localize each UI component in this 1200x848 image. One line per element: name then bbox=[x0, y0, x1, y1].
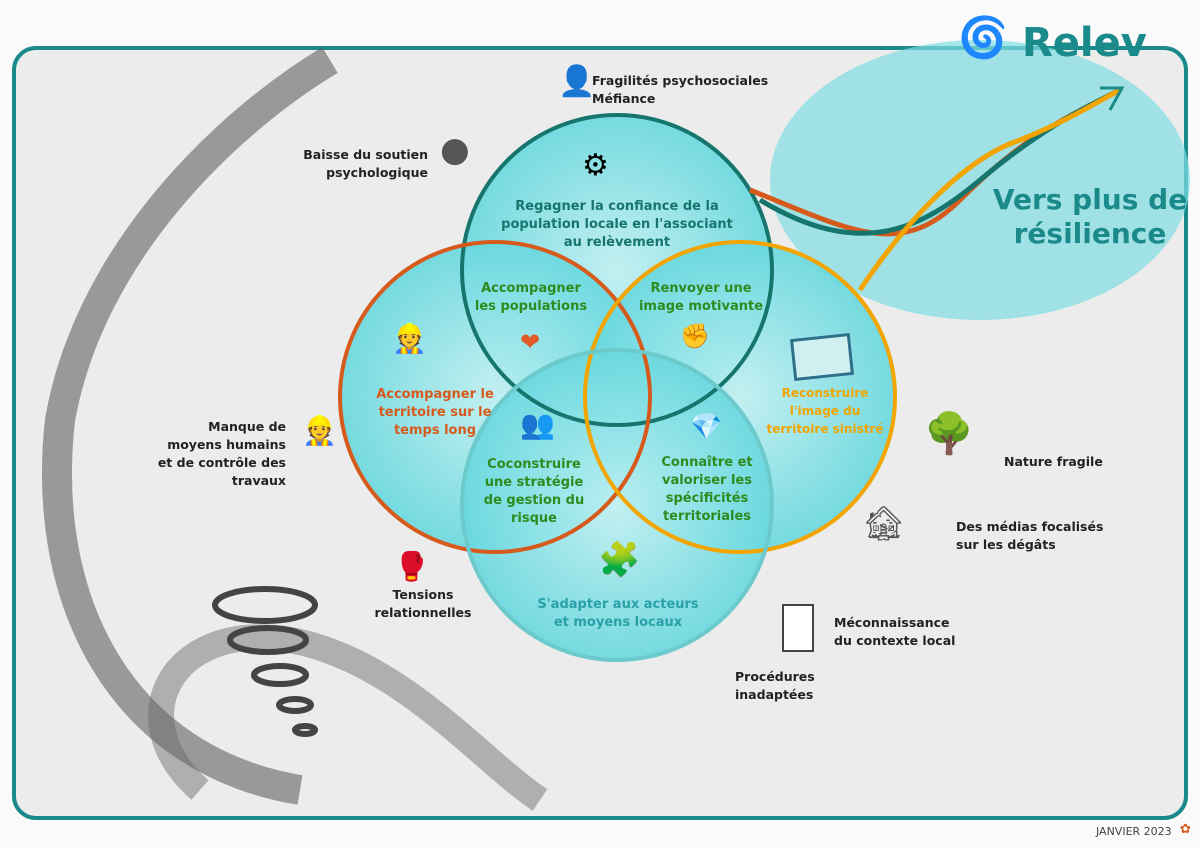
label-line: Manque de bbox=[208, 419, 286, 434]
obstacle-label: Méconnaissance du contexte local bbox=[834, 614, 955, 650]
postcard-icon bbox=[789, 332, 855, 382]
label-line: image motivante bbox=[638, 299, 764, 314]
label-line: Renvoyer une bbox=[650, 281, 752, 296]
label-line: relationnelles bbox=[374, 605, 472, 620]
obstacle-label: Des médias focalisés sur les dégâts bbox=[956, 518, 1103, 554]
headline: Vers plus de résilience bbox=[990, 183, 1190, 251]
tornado-icon bbox=[212, 586, 318, 737]
obstacle-label: Baisse du soutien psychologique bbox=[300, 146, 428, 182]
left-circle-label: Accompagner le territoire sur le temps l… bbox=[355, 386, 515, 440]
label-line: risque bbox=[511, 511, 557, 526]
label-line: Accompagner le bbox=[376, 387, 494, 402]
label-line: Nature fragile bbox=[1004, 454, 1103, 469]
top-left-intersection-label: Accompagner les populations bbox=[466, 280, 596, 316]
label-line: inadaptées bbox=[735, 687, 814, 702]
venn-circles bbox=[338, 113, 897, 662]
bottom-circle-label: S'adapter aux acteurs et moyens locaux bbox=[520, 596, 716, 632]
label-line: Procédures bbox=[735, 669, 815, 684]
obstacle-label: Fragilités psychosociales Méfiance bbox=[592, 72, 768, 108]
label-line: Des médias focalisés bbox=[956, 519, 1104, 534]
label-line: moyens humains bbox=[167, 437, 286, 452]
footer-date: JANVIER 2023 bbox=[1096, 825, 1172, 838]
helix-arrow bbox=[749, 86, 1125, 292]
bottom-left-intersection-label: Coconstruire une stratégie de gestion du… bbox=[472, 456, 596, 528]
raised-fist-icon: ✊ bbox=[680, 322, 710, 350]
label-line: Coconstruire bbox=[487, 457, 581, 472]
label-line: psychologique bbox=[326, 165, 428, 180]
author-signature-icon: ✿ bbox=[1180, 822, 1191, 837]
checklist-icon bbox=[782, 604, 814, 652]
ruins-icon: 🏚 bbox=[862, 504, 906, 544]
label-line: spécificités bbox=[665, 491, 749, 506]
label-line: Fragilités psychosociales bbox=[592, 73, 769, 88]
obstacle-label: Manque de moyens humains et de contrôle … bbox=[110, 418, 286, 490]
label-line: et moyens locaux bbox=[553, 615, 683, 630]
right-circle-label: Reconstruire l'image du territoire sinis… bbox=[750, 384, 900, 438]
tornado-swirl bbox=[42, 47, 338, 805]
tornado-logo-icon: 🌀 bbox=[958, 15, 1008, 61]
label-line: du contexte local bbox=[834, 633, 956, 648]
label-line: les populations bbox=[474, 299, 588, 314]
workers-icon: 👷 bbox=[392, 322, 427, 355]
tornado-swirl-2 bbox=[148, 624, 548, 811]
label-line: Méconnaissance bbox=[834, 615, 950, 630]
headline-line-1: Vers plus de bbox=[992, 183, 1188, 216]
label-line: et de contrôle des travaux bbox=[157, 455, 286, 488]
headline-line-2: résilience bbox=[1013, 217, 1167, 250]
person-stress-icon: 👤 bbox=[558, 64, 596, 99]
label-line: valoriser les bbox=[661, 473, 752, 488]
obstacle-label: Nature fragile bbox=[1004, 453, 1103, 471]
label-line: territoriales bbox=[662, 509, 752, 524]
burning-tree-icon: 🌳 bbox=[924, 411, 974, 457]
bottom-right-intersection-label: Connaître et valoriser les spécificités … bbox=[645, 454, 769, 526]
label-line: au relèvement bbox=[563, 235, 671, 250]
team-icon: 👥 bbox=[520, 408, 555, 441]
obstacle-label: Procédures inadaptées bbox=[735, 668, 815, 704]
label-line: Méfiance bbox=[592, 91, 656, 106]
label-line: Accompagner bbox=[481, 281, 581, 296]
label-line: de gestion du bbox=[483, 493, 585, 508]
puzzle-icon: 🧩 bbox=[598, 540, 641, 580]
label-line: une stratégie bbox=[484, 475, 584, 490]
label-line: Tensions bbox=[392, 587, 454, 602]
boxing-gloves-icon: 🥊 bbox=[394, 550, 429, 583]
label-line: sur les dégâts bbox=[956, 537, 1056, 552]
label-line: territoire sur le bbox=[378, 405, 492, 420]
label-line: territoire sinistré bbox=[766, 422, 884, 436]
label-line: Regagner la confiance de la bbox=[515, 199, 719, 214]
label-line: Baisse du soutien bbox=[303, 147, 428, 162]
people-gears-icon: ⚙ bbox=[582, 148, 609, 183]
worker-icon: 👷 bbox=[302, 414, 337, 447]
top-circle-label: Regagner la confiance de la population l… bbox=[490, 198, 744, 252]
obstacle-label: Tensions relationnelles bbox=[368, 586, 478, 622]
label-line: temps long bbox=[393, 423, 477, 438]
label-line: population locale en l'associant bbox=[501, 217, 733, 232]
label-line: S'adapter aux acteurs bbox=[537, 597, 699, 612]
label-line: l'image du bbox=[789, 404, 861, 418]
logo-text: Relev bbox=[1022, 20, 1147, 66]
diamond-icon: 💎 bbox=[690, 412, 723, 442]
label-line: Reconstruire bbox=[781, 386, 869, 400]
top-right-intersection-label: Renvoyer une image motivante bbox=[636, 280, 766, 316]
sad-person-icon: ● bbox=[440, 130, 470, 170]
heart-hand-icon: ❤ bbox=[520, 328, 541, 356]
label-line: Connaître et bbox=[661, 455, 753, 470]
